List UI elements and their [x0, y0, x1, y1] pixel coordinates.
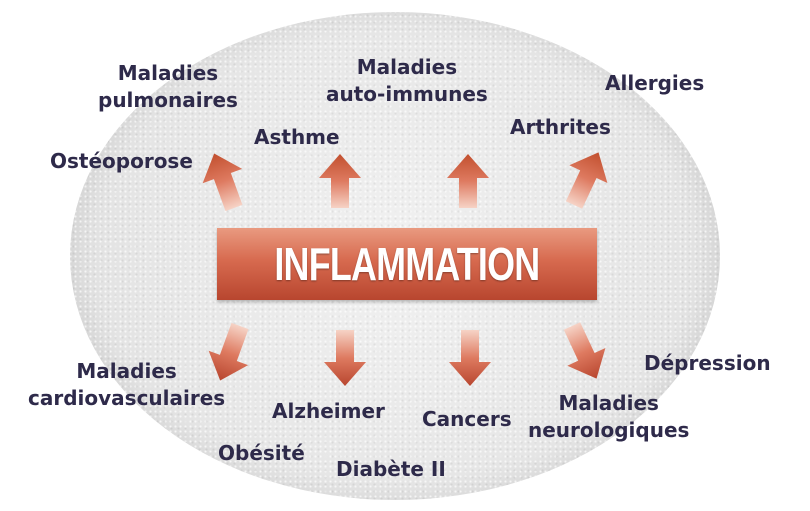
label-maladies-neurologiques: Maladies neurologiques	[528, 391, 690, 442]
label-osteoporose: Ostéoporose	[50, 149, 193, 173]
label-alzheimer: Alzheimer	[272, 399, 385, 423]
label-obesite: Obésité	[218, 441, 305, 465]
label-arthrites: Arthrites	[510, 115, 611, 139]
arrow-up-asthme	[319, 154, 361, 208]
arrow-down-cardiovasculaires	[208, 322, 249, 381]
arrow-up-osteoporose	[202, 153, 243, 212]
arrow-up-auto-immunes	[447, 154, 489, 208]
label-maladies-pulmonaires: Maladies pulmonaires	[98, 61, 238, 112]
center-title: INFLAMMATION	[274, 238, 540, 290]
label-diabete-ii: Diabète II	[336, 457, 446, 481]
label-maladies-auto-immunes: Maladies auto-immunes	[326, 55, 488, 106]
label-cancers: Cancers	[422, 407, 512, 431]
label-depression: Dépression	[644, 351, 771, 375]
arrow-down-cancers	[449, 330, 491, 386]
label-maladies-cardiovasculaires: Maladies cardiovasculaires	[28, 359, 226, 410]
center-banner: INFLAMMATION	[217, 228, 597, 300]
label-asthme: Asthme	[254, 125, 340, 149]
label-allergies: Allergies	[605, 71, 705, 95]
arrow-down-neurologiques	[563, 322, 606, 379]
arrow-up-arthrites	[565, 152, 608, 209]
arrow-down-alzheimer	[324, 330, 366, 386]
